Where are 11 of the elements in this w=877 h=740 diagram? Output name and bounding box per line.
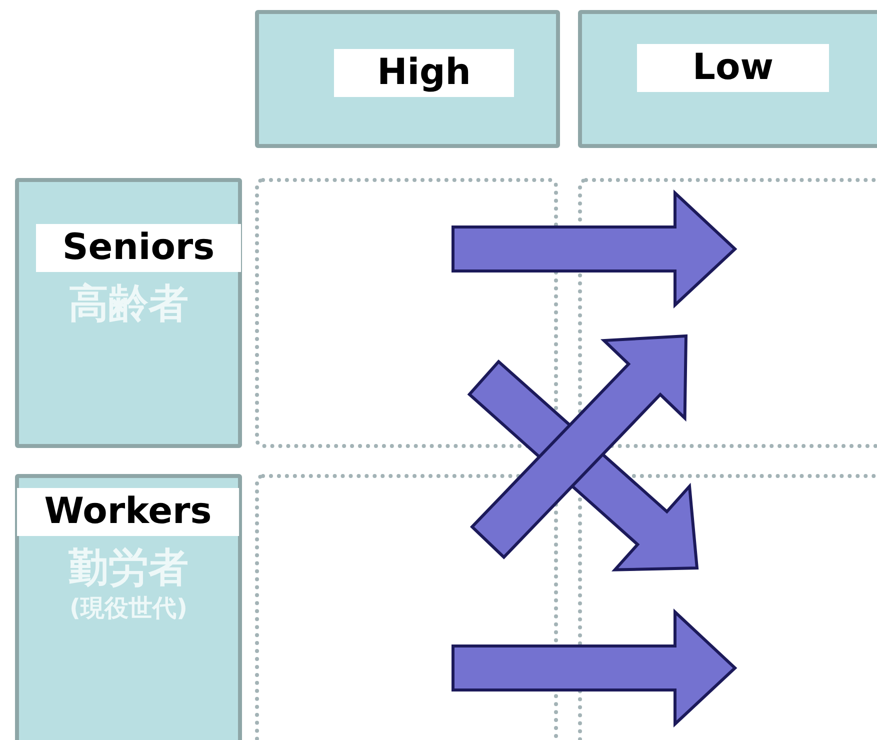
header-label: High — [334, 49, 514, 97]
column-header — [255, 10, 560, 148]
block-arrow — [452, 608, 738, 728]
row-header — [15, 178, 242, 448]
header-label: Low — [637, 44, 829, 92]
block-arrow — [470, 334, 688, 560]
block-arrow — [452, 190, 738, 308]
header-label: Workers — [17, 488, 239, 536]
header-label: Seniors — [36, 224, 241, 272]
row-header — [15, 474, 242, 740]
column-header — [578, 10, 877, 148]
